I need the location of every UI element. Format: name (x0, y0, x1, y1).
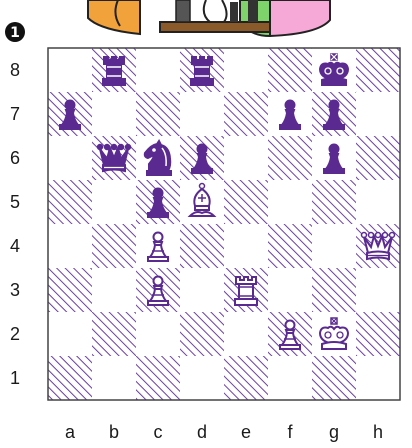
puzzle-number-badge: 1 (5, 22, 25, 42)
square-c2 (136, 312, 180, 356)
square-e4 (224, 224, 268, 268)
black-rook-icon (103, 57, 125, 85)
square-a3 (48, 268, 92, 312)
file-label: f (287, 422, 293, 442)
black-queen-icon (98, 145, 131, 172)
file-label: d (197, 422, 207, 442)
square-a6 (48, 136, 92, 180)
header-illustration (88, 0, 330, 36)
square-d4 (180, 224, 224, 268)
square-f3 (268, 268, 312, 312)
square-b5 (92, 180, 136, 224)
square-d3 (180, 268, 224, 312)
square-d2 (180, 312, 224, 356)
file-label: e (241, 422, 251, 442)
file-label: a (65, 422, 76, 442)
square-b2 (92, 312, 136, 356)
square-c8 (136, 48, 180, 92)
square-b3 (92, 268, 136, 312)
square-f6 (268, 136, 312, 180)
file-label: h (373, 422, 383, 442)
square-d1 (180, 356, 224, 400)
file-label: b (109, 422, 119, 442)
rank-label: 6 (10, 148, 20, 168)
file-label: c (154, 422, 163, 442)
square-b1 (92, 356, 136, 400)
square-h6 (356, 136, 400, 180)
rank-label: 1 (10, 368, 20, 388)
square-b4 (92, 224, 136, 268)
rank-label: 7 (10, 104, 20, 124)
square-g4 (312, 224, 356, 268)
puzzle-number: 1 (10, 25, 20, 41)
square-e8 (224, 48, 268, 92)
square-h5 (356, 180, 400, 224)
square-e7 (224, 92, 268, 136)
square-d7 (180, 92, 224, 136)
square-f1 (268, 356, 312, 400)
square-c7 (136, 92, 180, 136)
square-a2 (48, 312, 92, 356)
square-c1 (136, 356, 180, 400)
rank-label: 2 (10, 324, 20, 344)
square-g3 (312, 268, 356, 312)
square-g5 (312, 180, 356, 224)
square-f8 (268, 48, 312, 92)
square-h2 (356, 312, 400, 356)
square-a1 (48, 356, 92, 400)
black-rook-icon (191, 57, 213, 85)
square-h8 (356, 48, 400, 92)
white-queen-icon (362, 233, 395, 260)
square-h3 (356, 268, 400, 312)
square-e2 (224, 312, 268, 356)
rank-label: 8 (10, 60, 20, 80)
rank-labels: 8 7 6 5 4 3 2 1 (10, 60, 20, 388)
rank-label: 5 (10, 192, 20, 212)
square-b7 (92, 92, 136, 136)
square-e6 (224, 136, 268, 180)
rank-label: 4 (10, 236, 20, 256)
square-a8 (48, 48, 92, 92)
square-f4 (268, 224, 312, 268)
square-g1 (312, 356, 356, 400)
chess-board (48, 48, 400, 400)
square-a5 (48, 180, 92, 224)
file-label: g (329, 422, 339, 442)
square-h7 (356, 92, 400, 136)
white-rook-icon (235, 277, 257, 305)
file-labels: a b c d e f g h (65, 422, 383, 442)
square-h1 (356, 356, 400, 400)
square-f5 (268, 180, 312, 224)
square-e1 (224, 356, 268, 400)
rank-label: 3 (10, 280, 20, 300)
square-e5 (224, 180, 268, 224)
square-a4 (48, 224, 92, 268)
